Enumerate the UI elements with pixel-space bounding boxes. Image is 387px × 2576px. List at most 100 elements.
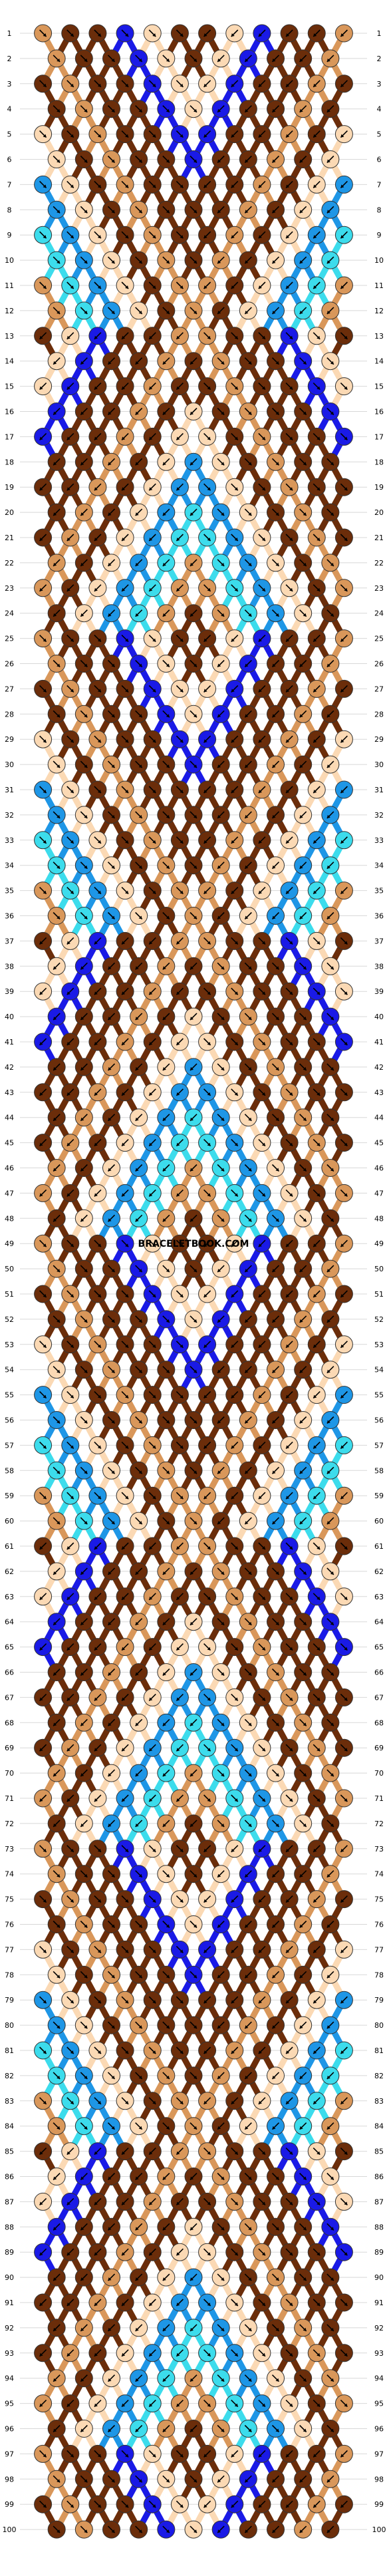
knot <box>130 1058 148 1076</box>
knot <box>321 806 340 824</box>
knot-arrowhead <box>258 134 262 138</box>
knot <box>74 1058 93 1076</box>
knot-arrowhead <box>245 58 249 62</box>
knot <box>184 806 203 824</box>
knot <box>170 1134 189 1152</box>
knot <box>321 856 340 875</box>
knot <box>47 150 66 168</box>
knot <box>321 1310 340 1329</box>
knot <box>280 226 299 244</box>
knot <box>239 604 257 623</box>
knot <box>143 931 162 950</box>
knot <box>253 730 271 748</box>
knot <box>334 982 353 1001</box>
knot <box>157 100 176 118</box>
knot <box>61 931 80 950</box>
knot <box>88 1033 107 1051</box>
knot <box>307 327 326 345</box>
knot <box>334 579 353 597</box>
knot <box>280 24 299 43</box>
knot <box>267 200 285 219</box>
knot <box>334 226 353 244</box>
knot <box>294 100 313 118</box>
knot <box>321 604 340 623</box>
knot-arrowhead <box>97 33 101 37</box>
knot <box>307 1184 326 1202</box>
knot <box>239 907 257 925</box>
knot <box>253 427 271 446</box>
knot <box>239 1209 257 1227</box>
knot <box>294 352 313 371</box>
knot <box>294 1461 313 1480</box>
knot <box>267 655 285 673</box>
knot <box>116 427 134 446</box>
knot <box>116 1033 134 1051</box>
knot <box>130 1411 148 1429</box>
knot <box>157 200 176 219</box>
knot <box>321 655 340 673</box>
knot <box>211 200 230 219</box>
knot <box>321 1361 340 1379</box>
knot <box>198 75 217 93</box>
knot <box>34 226 53 244</box>
knot <box>334 1134 353 1152</box>
knot <box>198 1134 217 1152</box>
knot <box>239 1058 257 1076</box>
knot <box>130 755 148 774</box>
knot <box>116 931 134 950</box>
knot-arrowhead <box>57 108 61 112</box>
knot <box>280 1083 299 1102</box>
knot <box>321 554 340 572</box>
knot <box>280 1033 299 1051</box>
knot <box>157 1411 176 1429</box>
knot <box>198 478 217 496</box>
knot-arrowhead <box>125 83 129 87</box>
knot <box>170 276 189 295</box>
knot <box>334 679 353 698</box>
knot <box>211 856 230 875</box>
knot <box>334 1335 353 1354</box>
knot <box>102 352 120 371</box>
knot-arrowhead <box>180 83 184 87</box>
knot-arrowhead <box>152 134 156 138</box>
knot <box>130 352 148 371</box>
knot <box>61 730 80 748</box>
knot <box>130 856 148 875</box>
knot <box>307 1234 326 1253</box>
knot <box>211 150 230 168</box>
knot-arrowhead <box>70 184 74 188</box>
knot <box>307 579 326 597</box>
knot <box>211 100 230 118</box>
knot <box>102 705 120 723</box>
knot <box>253 1184 271 1202</box>
knot <box>61 1184 80 1202</box>
knot <box>157 1159 176 1177</box>
knot <box>61 276 80 295</box>
knot-arrowhead <box>166 108 170 112</box>
knot <box>294 150 313 168</box>
knot <box>61 1234 80 1253</box>
knot <box>253 276 271 295</box>
knot <box>267 1310 285 1329</box>
knot <box>88 730 107 748</box>
knot <box>211 806 230 824</box>
knot <box>116 1486 134 1505</box>
knot <box>157 1108 176 1127</box>
knot <box>239 856 257 875</box>
knot <box>280 327 299 345</box>
knot <box>61 125 80 144</box>
knot <box>88 1486 107 1505</box>
knot <box>157 705 176 723</box>
knot <box>211 554 230 572</box>
knot <box>239 200 257 219</box>
knot <box>211 1058 230 1076</box>
knot <box>143 1486 162 1505</box>
knot <box>280 1436 299 1454</box>
knot <box>225 377 244 396</box>
knot <box>47 806 66 824</box>
knot <box>116 1184 134 1202</box>
knot-arrowhead <box>194 159 197 163</box>
knot <box>184 1159 203 1177</box>
knot <box>334 427 353 446</box>
knot-arrowhead <box>152 33 156 37</box>
